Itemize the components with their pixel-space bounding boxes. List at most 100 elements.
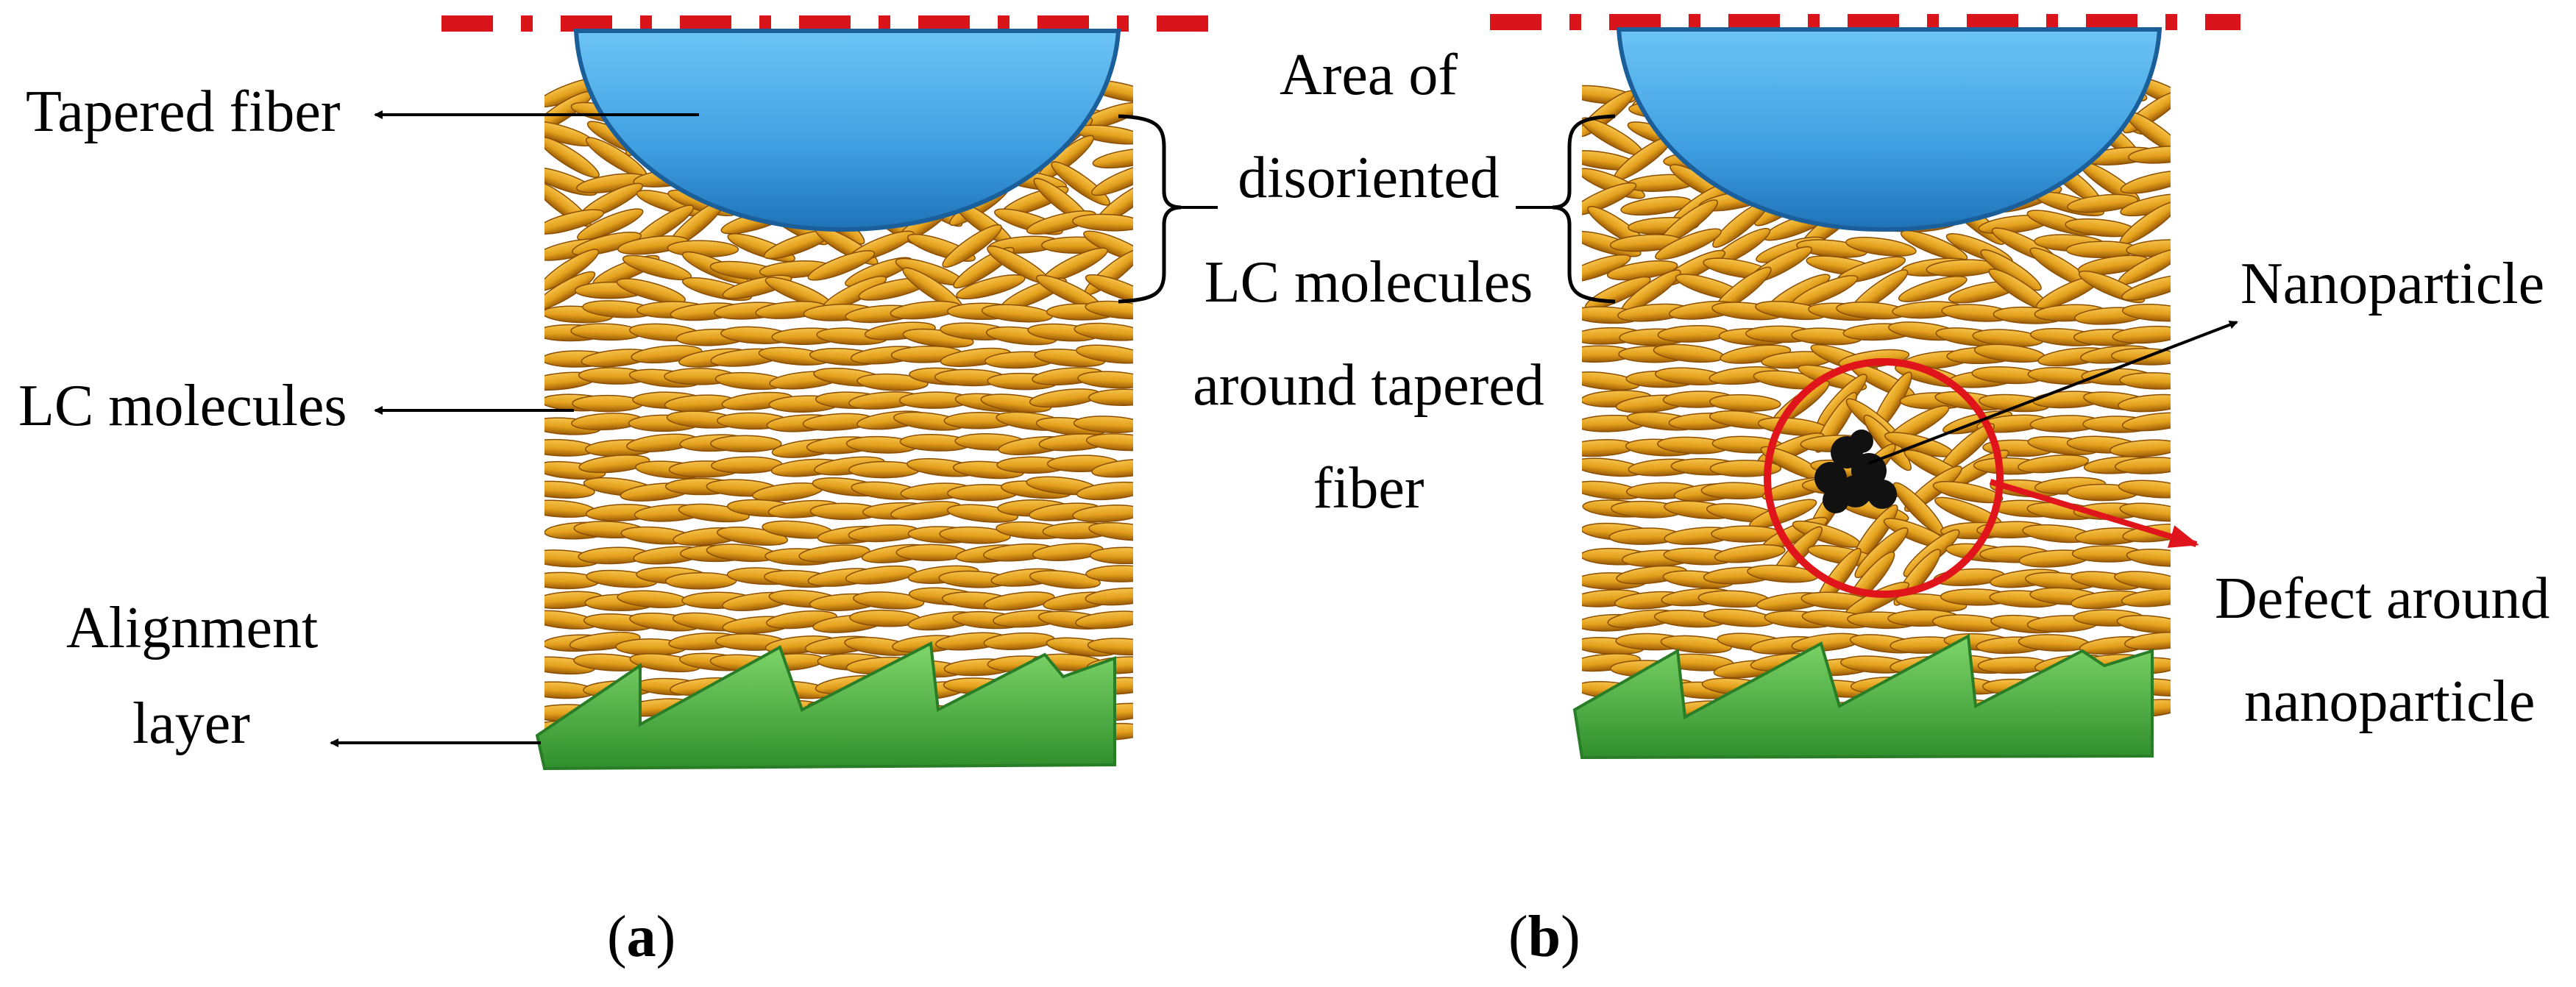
panel-a: Tapered fiber LC molecules Alignment lay…: [18, 15, 1218, 969]
lc-molecule: [942, 224, 1002, 268]
lc-molecule: [616, 278, 686, 304]
lc-molecule: [1932, 480, 2004, 504]
lc-molecule: [1076, 481, 1133, 501]
lc-molecule: [2128, 145, 2171, 164]
lc-molecule: [2114, 457, 2171, 474]
lc-molecule: [2121, 304, 2171, 322]
lc-molecule: [1029, 570, 1101, 589]
lc-molecule: [544, 499, 596, 518]
annotation-line-2: disoriented: [1238, 146, 1499, 210]
alignment-layer-a: [535, 641, 1116, 771]
lc-molecule: [2121, 412, 2171, 432]
tapered-fiber-a: [573, 29, 1121, 232]
lc-molecule: [2114, 571, 2171, 591]
lc-molecule: [1700, 482, 1773, 499]
arrow-defect: [1989, 479, 2199, 548]
lc-molecule: [1709, 393, 1781, 412]
lc-molecule: [572, 232, 642, 256]
lc-molecule: [853, 591, 925, 610]
lc-molecule: [577, 208, 644, 241]
label-nanoparticle: Nanoparticle: [2240, 252, 2544, 316]
lc-molecule: [1076, 344, 1133, 364]
lc-molecule: [1075, 610, 1133, 630]
lc-molecule: [2121, 274, 2171, 301]
lc-molecule: [1086, 433, 1133, 452]
lc-molecule: [1900, 229, 1968, 262]
alignment-layer-b: [1572, 633, 2154, 760]
lc-molecule: [2117, 393, 2171, 413]
caption-a: (a): [607, 905, 675, 969]
disoriented-area-annotation: Area of disoriented LC molecules around …: [1193, 43, 1544, 521]
lc-molecule: [1072, 505, 1133, 523]
lc-molecule: [572, 394, 644, 413]
lc-molecule: [1077, 371, 1133, 389]
arrow-nanoparticle: [1868, 320, 2238, 465]
lc-molecule: [1088, 522, 1133, 541]
lc-molecule: [798, 544, 870, 563]
lc-molecule: [1091, 458, 1133, 478]
lc-molecule: [622, 254, 692, 281]
label-defect-line2: nanoparticle: [2244, 669, 2535, 734]
label-tapered-fiber: Tapered fiber: [26, 79, 340, 144]
lc-molecule: [981, 304, 1053, 323]
panel-b: Nanoparticle Defect around nanoparticle …: [1490, 14, 2550, 969]
lc-molecule: [544, 136, 600, 178]
lc-molecule: [1092, 148, 1133, 169]
lc-molecule: [2118, 480, 2171, 499]
defect-circle: [1764, 358, 2004, 598]
annotation-line-1: Area of: [1280, 43, 1458, 107]
lc-molecule: [1087, 638, 1133, 656]
lc-molecule: [1582, 182, 1637, 216]
lc-molecule: [1714, 544, 1786, 563]
lc-molecule: [710, 435, 782, 453]
lc-molecule: [2067, 193, 2139, 213]
label-defect-line1: Defect around: [2215, 566, 2550, 631]
lc-molecule: [2124, 632, 2171, 650]
caption-b-letter: b: [1528, 905, 1561, 969]
lc-molecule: [1845, 236, 1917, 257]
label-alignment-layer-line1: Alignment: [66, 596, 318, 660]
lc-molecule: [1085, 565, 1133, 582]
lc-molecule: [2110, 439, 2171, 457]
lc-molecule: [544, 480, 595, 499]
lc-molecule: [2112, 325, 2171, 344]
lc-molecule: [1071, 213, 1133, 232]
lc-molecule: [2017, 455, 2090, 474]
lc-molecule: [2120, 170, 2171, 194]
annotation-line-3: LC molecules: [1204, 250, 1533, 315]
tapered-fiber-b: [1616, 27, 2162, 232]
caption-a-letter: a: [627, 905, 656, 969]
lc-molecule: [2121, 588, 2171, 607]
lc-molecule: [2119, 372, 2171, 390]
annotation-line-5: fiber: [1313, 456, 1424, 521]
lc-molecule: [1091, 163, 1133, 196]
lc-molecule: [2119, 502, 2171, 522]
lc-molecule: [578, 455, 650, 474]
label-lc-molecules: LC molecules: [18, 374, 347, 438]
lc-molecule: [1073, 416, 1133, 434]
lc-molecule: [664, 572, 737, 590]
lc-molecule: [983, 591, 1055, 611]
lc-molecule: [1085, 274, 1133, 304]
lc-molecule: [1582, 254, 1631, 283]
lc-molecule: [956, 274, 1026, 299]
lc-molecule: [1709, 460, 1782, 477]
lc-molecule: [2126, 549, 2171, 567]
caption-b: (b): [1508, 905, 1580, 969]
lc-molecule: [1087, 388, 1133, 406]
lc-molecule: [1655, 228, 1722, 260]
lc-molecule: [1074, 322, 1133, 341]
lc-molecule: [807, 250, 876, 281]
lc-molecule: [1582, 439, 1636, 457]
annotation-line-4: around tapered: [1193, 353, 1544, 418]
lc-molecule: [1898, 275, 1968, 302]
lc-molecule: [1089, 546, 1133, 565]
lc-molecule: [544, 271, 596, 311]
nanoparticle-cluster: [1814, 430, 1897, 513]
lc-molecule: [1085, 587, 1133, 606]
lc-molecule: [1657, 325, 1730, 343]
label-alignment-layer-line2: layer: [132, 691, 250, 756]
lc-molecule: [544, 209, 605, 235]
lc-molecule: [845, 565, 917, 585]
